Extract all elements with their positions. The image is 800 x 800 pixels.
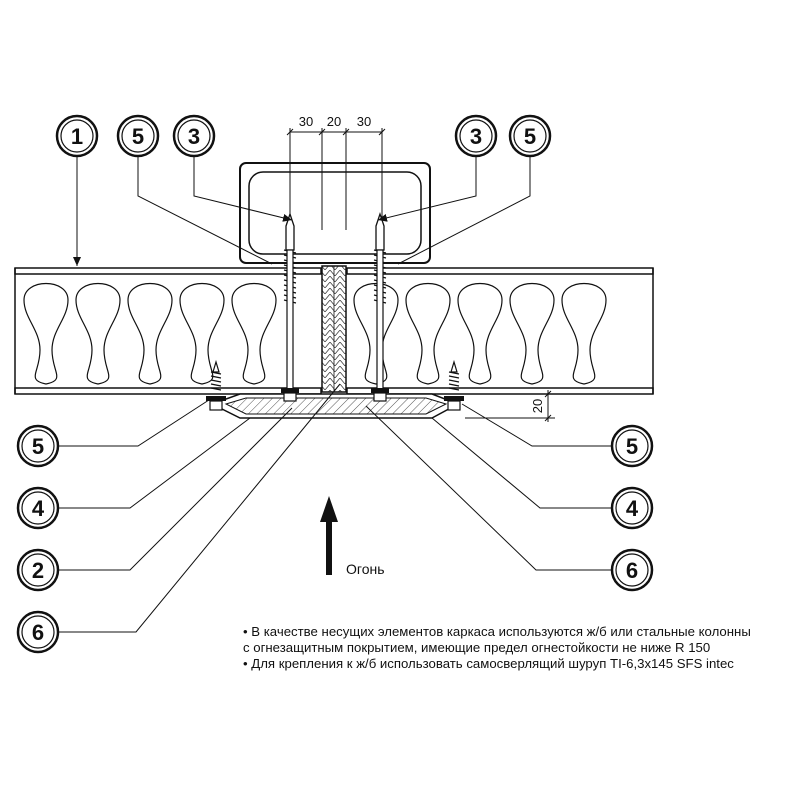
callout-circle: 6 (16, 610, 60, 654)
fire-direction-arrow (320, 496, 338, 575)
callout-circle: 1 (55, 114, 99, 158)
long-screw (371, 211, 389, 402)
short-screw (206, 359, 226, 411)
callout-circle: 4 (610, 486, 654, 530)
mineral-wool-core (23, 282, 607, 385)
self-drilling-screws (206, 211, 464, 411)
wool-fiber-loop (561, 282, 607, 385)
wool-fiber-loop (231, 282, 277, 385)
callout-number: 5 (626, 434, 638, 459)
wool-fiber-loop (509, 282, 555, 385)
dimension-label-top-left: 30 (299, 114, 313, 129)
wool-fiber-loop (75, 282, 121, 385)
cover-flashing (210, 393, 460, 419)
wool-fiber-loop (405, 282, 451, 385)
steel-column (239, 162, 431, 264)
top-dimension-lines (286, 128, 386, 230)
callout-circle: 5 (508, 114, 552, 158)
callout-number: 3 (188, 124, 200, 149)
callout-number: 1 (71, 124, 83, 149)
side-dimension-lines (465, 390, 555, 422)
note-line-2: с огнезащитным покрытием, имеющие предел… (243, 640, 711, 655)
sandwich-panel-left (14, 267, 322, 395)
dimension-label-top-mid: 20 (327, 114, 341, 129)
callout-number: 6 (626, 558, 638, 583)
wool-fiber-loop (457, 282, 503, 385)
callout-circle: 5 (16, 424, 60, 468)
note-line-3: • Для крепления к ж/б использовать самос… (243, 656, 734, 671)
leader-lines (58, 156, 612, 633)
callout-number: 5 (32, 434, 44, 459)
callout-circle: 5 (116, 114, 160, 158)
callout-circle: 3 (172, 114, 216, 158)
callout-circle: 5 (610, 424, 654, 468)
callout-number: 4 (626, 496, 639, 521)
callout-number: 4 (32, 496, 45, 521)
callout-circle: 3 (454, 114, 498, 158)
note-line-1: • В качестве несущих элементов каркаса и… (243, 624, 751, 639)
joint-fire-seal (321, 265, 347, 393)
fire-label: Огонь (346, 561, 385, 577)
short-screw (444, 359, 464, 411)
notes-block: • В качестве несущих элементов каркаса и… (243, 624, 798, 672)
callout-number: 6 (32, 620, 44, 645)
callout-circle: 6 (610, 548, 654, 592)
callout-number: 3 (470, 124, 482, 149)
wool-fiber-loop (353, 282, 399, 385)
sandwich-panel-right (346, 267, 654, 395)
callout-circle: 4 (16, 486, 60, 530)
callout-markers: 1 5 3 3 5 5 4 2 6 5 4 6 (16, 114, 654, 654)
dimension-label-top-right: 30 (357, 114, 371, 129)
callout-circle: 2 (16, 548, 60, 592)
wool-fiber-loop (179, 282, 225, 385)
callout-number: 5 (524, 124, 536, 149)
long-screw (281, 211, 299, 402)
wool-fiber-loop (127, 282, 173, 385)
callout-number: 5 (132, 124, 144, 149)
wool-fiber-loop (23, 282, 69, 385)
callout-number: 2 (32, 558, 44, 583)
dimension-label-side: 20 (530, 399, 545, 413)
